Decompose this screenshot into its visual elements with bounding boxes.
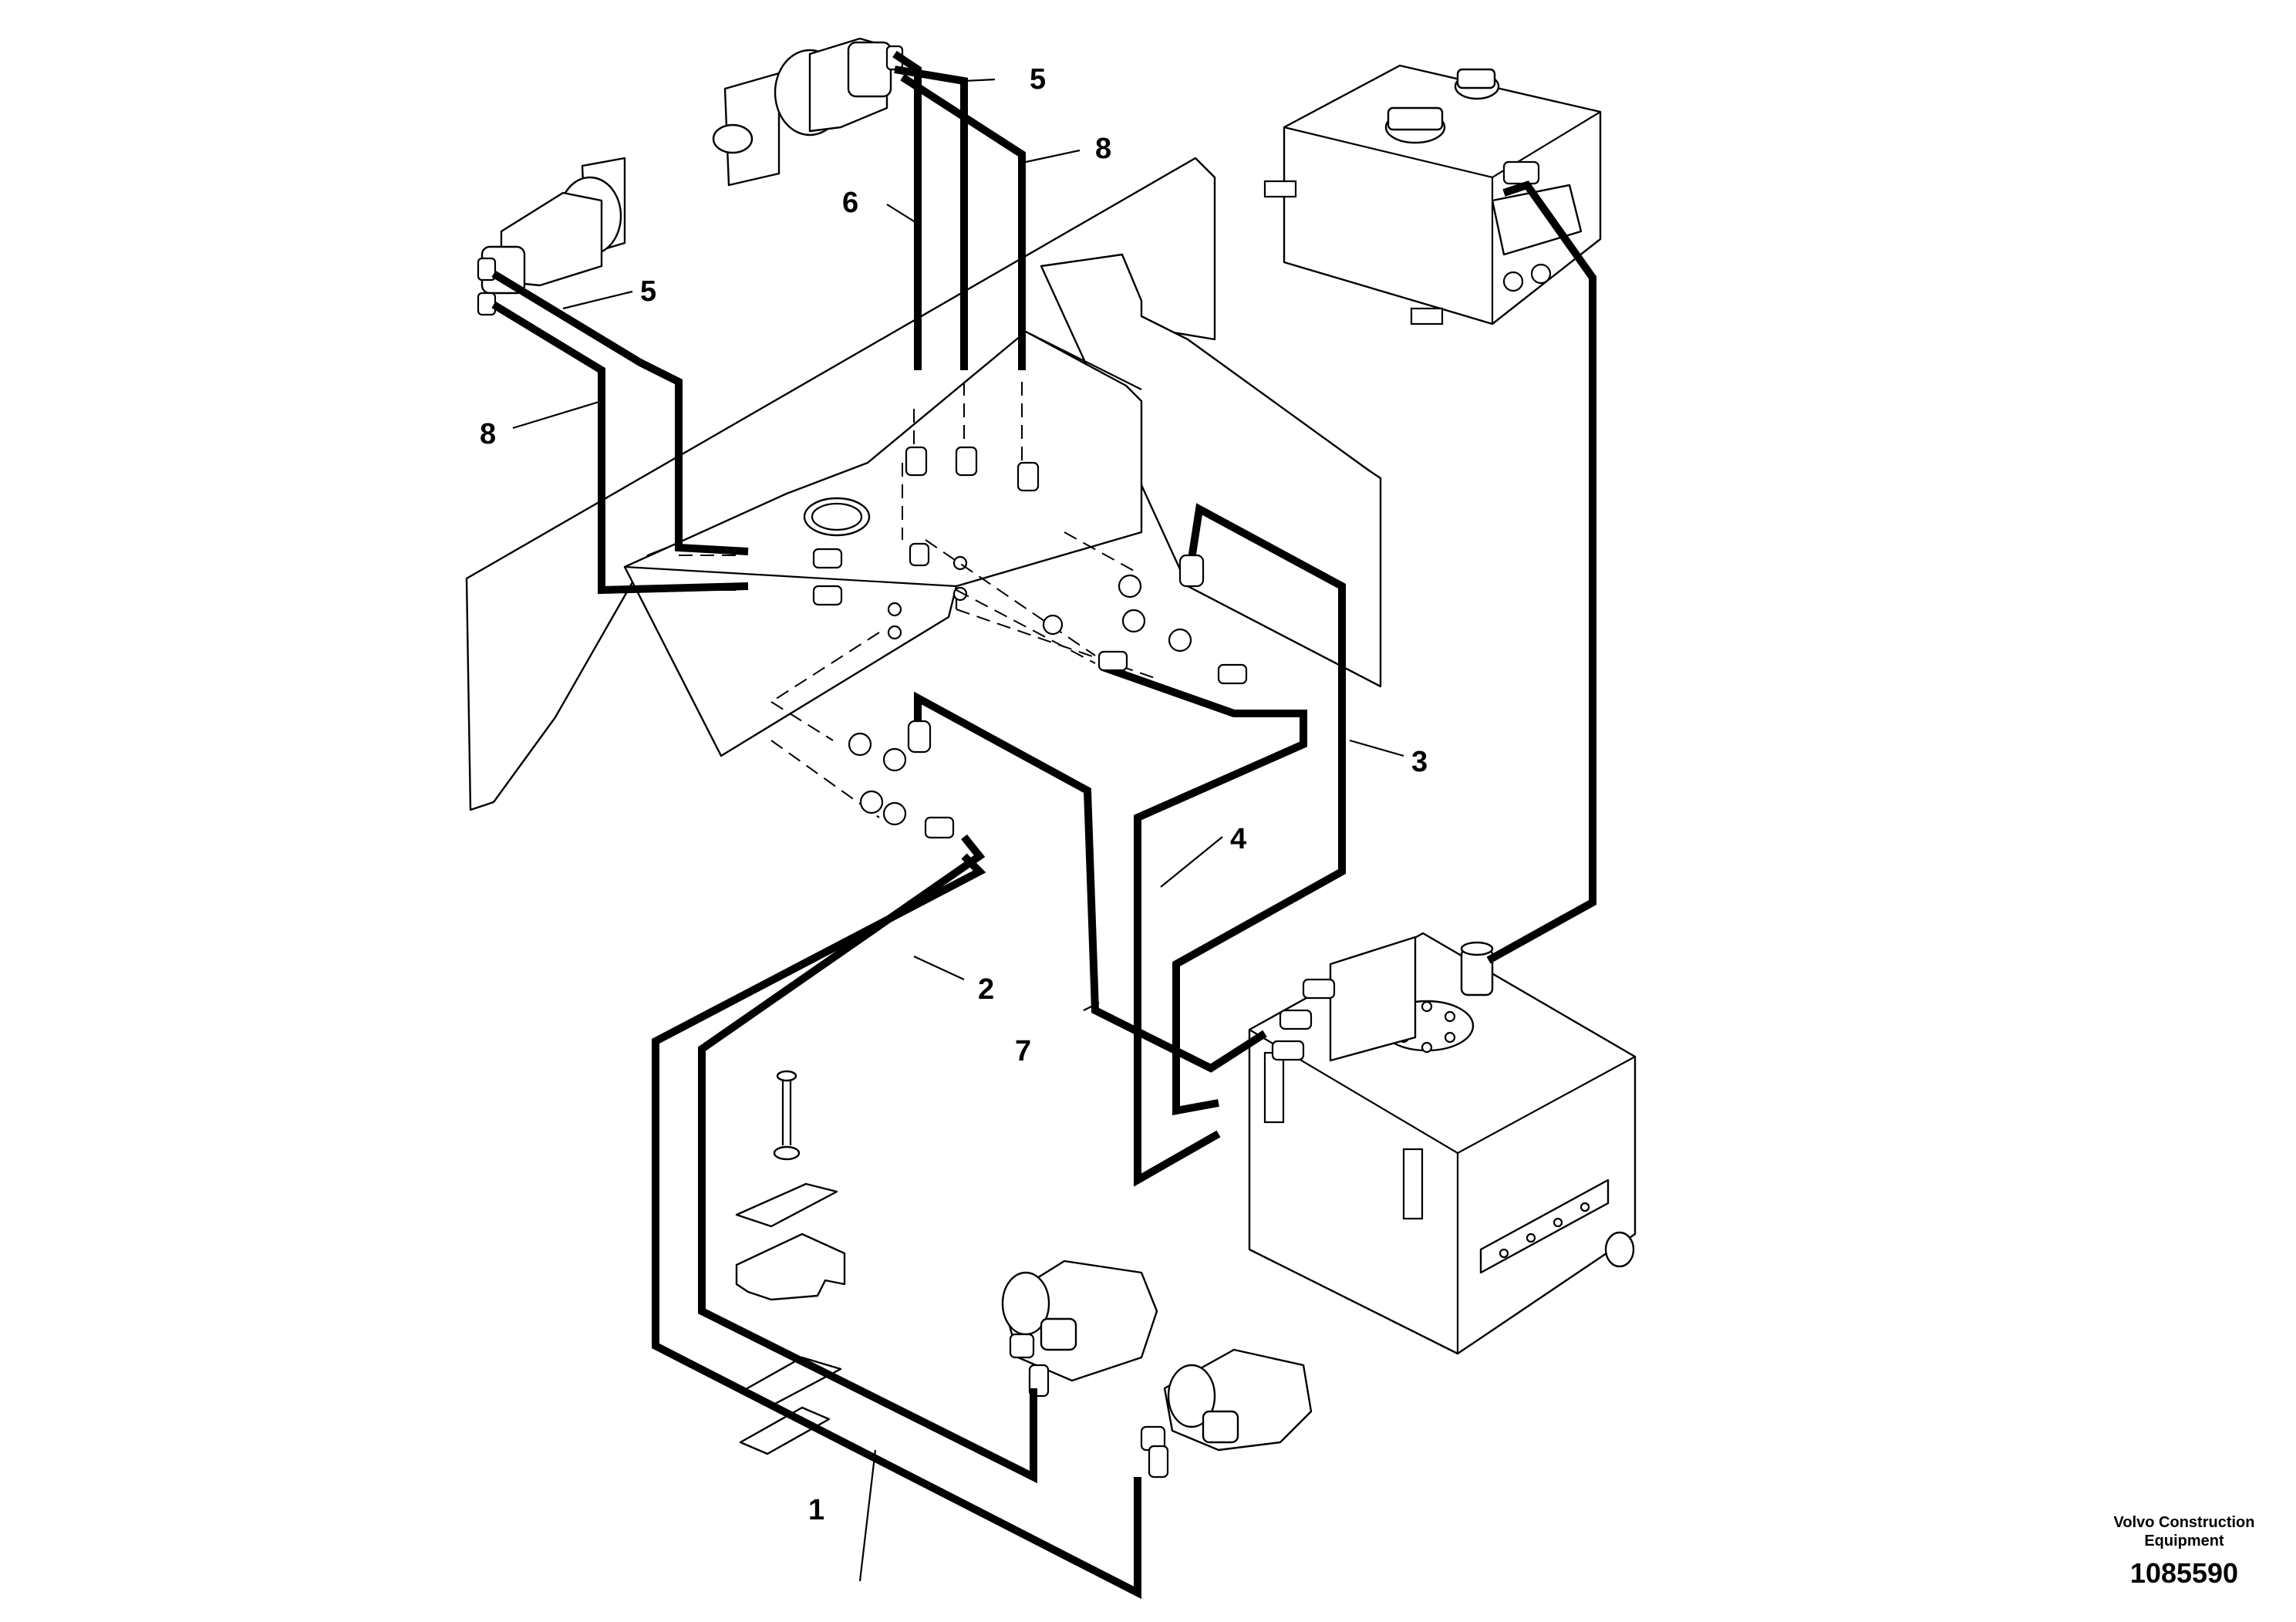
hose-8-top [900,73,1026,370]
hose-clamp-assembly [735,1070,846,1455]
callout-3: 3 [1411,746,1428,778]
callouts: 1 2 3 4 5 5 6 7 8 8 [480,63,1428,1526]
block-fitting [905,446,928,477]
block-fitting [909,542,930,567]
hydraulic-motor-left [477,157,626,316]
hose-smallres-return [1486,180,1596,964]
brand-line-1: Volvo Construction [2114,1514,2255,1531]
callout-5-top: 5 [1030,63,1046,96]
leader-lines [512,78,1404,1582]
hydraulic-motor-top [712,37,904,187]
hose-8-left [491,301,749,595]
drawing-number: 1085590 [2130,1557,2238,1589]
hydraulic-tank [1248,932,1637,1355]
hose-1 [652,853,1141,1600]
block-fitting [1017,461,1040,492]
hose-3 [1172,503,1346,1115]
drawing-footer: Volvo Construction Equipment 1085590 [2114,1514,2255,1589]
callout-4: 4 [1230,823,1246,855]
hose-5-left [491,270,749,555]
callout-5-left: 5 [640,275,656,308]
brand-line-2: Equipment [2144,1533,2224,1549]
tank-drain-plug [1604,1231,1635,1268]
hose-7 [914,691,1267,1073]
callout-7: 7 [1015,1035,1031,1067]
hydraulic-pump-1 [1001,1259,1158,1398]
callout-2: 2 [978,973,994,1006]
valve-block [623,330,1143,757]
hydraulic-pump-2 [1140,1348,1313,1479]
hose-fittings [848,554,1248,839]
block-fitting [955,446,978,477]
callout-1: 1 [808,1494,824,1526]
callout-8-top: 8 [1095,133,1111,165]
block-fitting [812,548,843,569]
small-reservoir [1263,64,1602,325]
callout-6: 6 [842,187,858,219]
block-fitting [812,585,843,606]
callout-8-left: 8 [480,418,496,450]
hose-2 [698,834,1037,1484]
hoses [491,50,1596,1600]
hose-4 [1101,663,1307,1187]
